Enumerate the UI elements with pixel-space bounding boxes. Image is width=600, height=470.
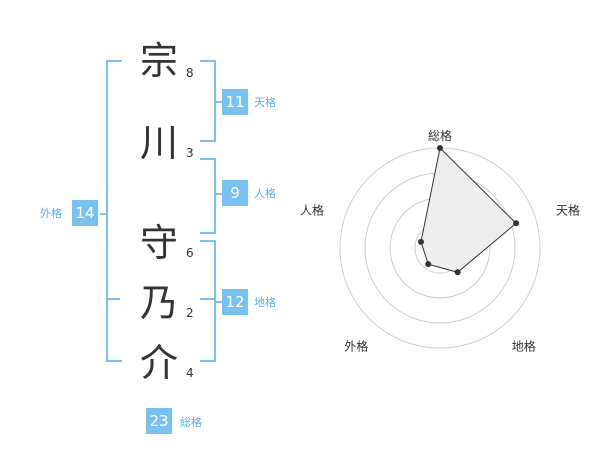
tenkaku-label: 天格 (254, 96, 276, 109)
stroke-count-3: 6 (186, 246, 194, 260)
radar-axis-label-5: 人格 (300, 202, 324, 217)
chikaku-badge: 12 (222, 289, 248, 315)
stroke-count-4: 2 (186, 306, 194, 320)
radar-axis-label-2: 天格 (556, 202, 580, 217)
tenkaku-badge: 11 (222, 89, 248, 115)
name-char-2: 川 (139, 121, 178, 165)
name-char-3: 守 (139, 221, 178, 265)
chikaku-label: 地格 (254, 296, 276, 309)
outer-bracket (106, 60, 122, 362)
stroke-count-5: 4 (186, 366, 194, 380)
radar-point-5 (417, 238, 424, 245)
jinkaku-bracket (200, 158, 216, 234)
name-char-4: 乃 (139, 281, 178, 325)
radar-point-4 (425, 261, 432, 268)
gaikaku-label: 外格 (40, 207, 62, 220)
gaikaku-connector (100, 213, 108, 215)
radar-axis-label-1: 総格 (428, 128, 452, 143)
soukaku-label: 総格 (180, 416, 202, 429)
chikaku-bracket-tick (200, 298, 214, 300)
name-char-1: 宗 (139, 39, 178, 83)
chikaku-connector (214, 301, 222, 303)
jinkaku-label: 人格 (254, 187, 276, 200)
soukaku-badge: 23 (146, 408, 172, 434)
radar-point-2 (513, 220, 520, 227)
tenkaku-connector (214, 101, 222, 103)
radar-axis-label-4: 外格 (344, 339, 368, 354)
radar-axis-label-3: 地格 (512, 339, 536, 354)
stroke-count-1: 8 (186, 66, 194, 80)
name-char-5: 介 (139, 341, 178, 385)
radar-polygon (420, 146, 517, 273)
jinkaku-badge: 9 (222, 180, 248, 206)
gaikaku-badge: 14 (72, 200, 98, 226)
outer-bracket-tick (106, 298, 120, 300)
radar-point-1 (437, 145, 443, 151)
jinkaku-connector (214, 193, 222, 195)
radar-point-3 (454, 269, 461, 276)
stroke-count-2: 3 (186, 146, 194, 160)
